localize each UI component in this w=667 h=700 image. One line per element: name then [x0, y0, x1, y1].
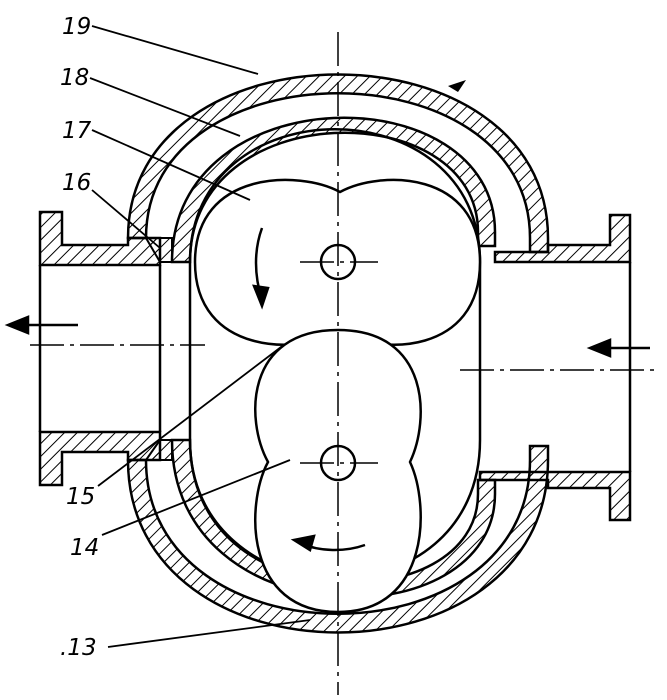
- label-17: 17: [62, 118, 92, 144]
- label-14: 14: [70, 535, 99, 561]
- label-15: 15: [66, 484, 95, 510]
- leader-lines: [89, 25, 311, 648]
- lower-rotation-arrow: [290, 534, 366, 552]
- rotor-chamber: [188, 128, 482, 580]
- housing-rotation-mark: [448, 80, 466, 92]
- outlet-flow-arrow: [4, 315, 78, 335]
- outlet-nozzle: [38, 210, 173, 487]
- upper-rotation-arrow: [252, 227, 270, 310]
- center-lines: [30, 32, 660, 695]
- label-13: .13: [60, 635, 97, 661]
- label-18: 18: [60, 65, 89, 91]
- label-19: 19: [62, 14, 91, 40]
- inlet-nozzle: [478, 213, 632, 522]
- label-16: 16: [62, 170, 91, 196]
- inlet-flow-arrow: [586, 338, 650, 358]
